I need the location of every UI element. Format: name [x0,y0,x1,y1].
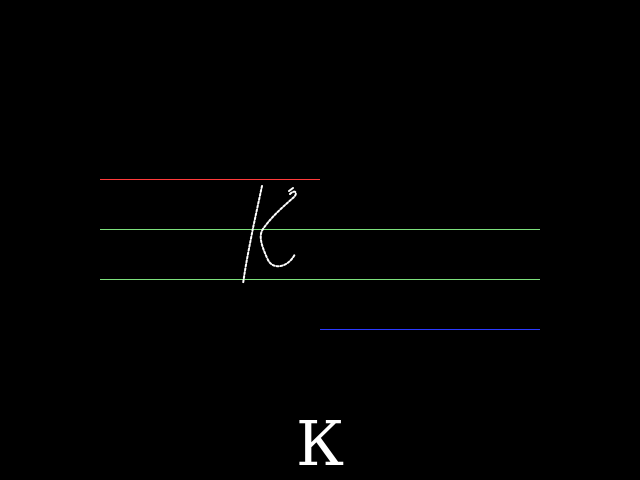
stroke-stem [242,185,263,285]
descender-guide-line [320,329,540,330]
ascender-guide-line [100,179,320,180]
baseline-guide-line [100,279,540,280]
stroke-bowl [259,190,297,268]
target-letter: К [296,407,344,480]
handwritten-letter-stroke [242,185,297,285]
midline-guide-line [100,229,540,230]
stroke-tick [288,187,294,192]
